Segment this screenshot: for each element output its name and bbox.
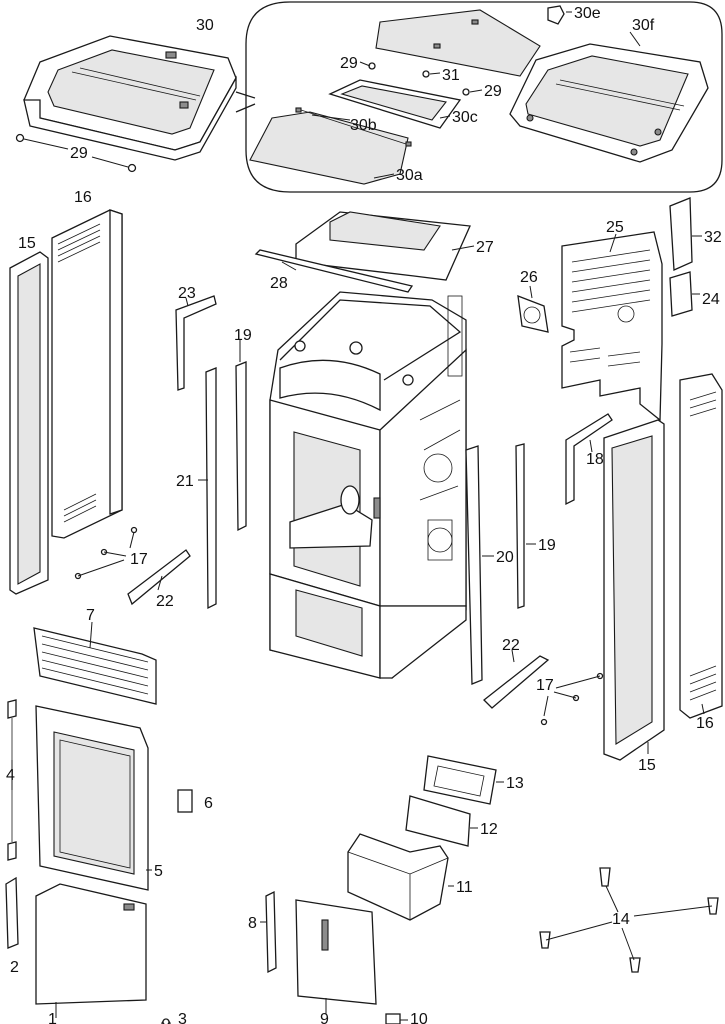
label-3: 3 <box>178 1011 187 1024</box>
label-25: 25 <box>606 219 624 236</box>
label-23: 23 <box>178 285 196 302</box>
label-8: 8 <box>248 915 257 932</box>
label-15-right: 15 <box>638 757 656 774</box>
label-10: 10 <box>410 1011 428 1024</box>
label-2: 2 <box>10 959 19 976</box>
label-31: 31 <box>442 67 460 84</box>
label-7: 7 <box>86 607 95 624</box>
lid-inset-callout <box>235 1 723 193</box>
label-30e: 30e <box>574 5 601 22</box>
label-17-right: 17 <box>536 677 554 694</box>
label-29-inset-a: 29 <box>340 55 358 72</box>
screws-29-left <box>15 133 137 173</box>
left-side-panels <box>9 209 123 595</box>
bottom-parts <box>260 755 719 1024</box>
left-brackets <box>74 295 247 610</box>
label-30: 30 <box>196 17 214 34</box>
label-30f: 30f <box>632 17 655 34</box>
label-17-left: 17 <box>130 551 148 568</box>
label-1: 1 <box>48 1011 57 1024</box>
label-15-left: 15 <box>18 235 36 252</box>
label-21: 21 <box>176 473 194 490</box>
label-12: 12 <box>480 821 498 838</box>
label-14: 14 <box>612 911 630 928</box>
label-5: 5 <box>154 863 163 880</box>
label-27: 27 <box>476 239 494 256</box>
top-lid-assembly <box>23 35 237 161</box>
label-24: 24 <box>702 291 720 308</box>
label-22-left: 22 <box>156 593 174 610</box>
label-13: 13 <box>506 775 524 792</box>
front-door-parts <box>5 621 193 1024</box>
right-components <box>465 197 723 761</box>
label-11: 11 <box>456 879 473 896</box>
label-18: 18 <box>586 451 604 468</box>
label-9: 9 <box>320 1011 329 1024</box>
label-32: 32 <box>704 229 722 246</box>
label-28: 28 <box>270 275 288 292</box>
label-29-inset-b: 29 <box>484 83 502 100</box>
stove-body <box>254 211 475 679</box>
part-labels: 30 29 30e 30f 29 31 29 30b 30c 30a 16 15… <box>6 5 722 1024</box>
label-30a: 30a <box>396 167 423 184</box>
label-26: 26 <box>520 269 538 286</box>
label-22-right: 22 <box>502 637 520 654</box>
label-30c: 30c <box>452 109 478 126</box>
label-6: 6 <box>204 795 213 812</box>
label-19-right: 19 <box>538 537 556 554</box>
label-29-left: 29 <box>70 145 88 162</box>
label-30b: 30b <box>350 117 377 134</box>
label-20: 20 <box>496 549 514 566</box>
label-19-left: 19 <box>234 327 252 344</box>
label-16-left: 16 <box>74 189 92 206</box>
label-4: 4 <box>6 767 15 784</box>
label-16-right: 16 <box>696 715 714 732</box>
